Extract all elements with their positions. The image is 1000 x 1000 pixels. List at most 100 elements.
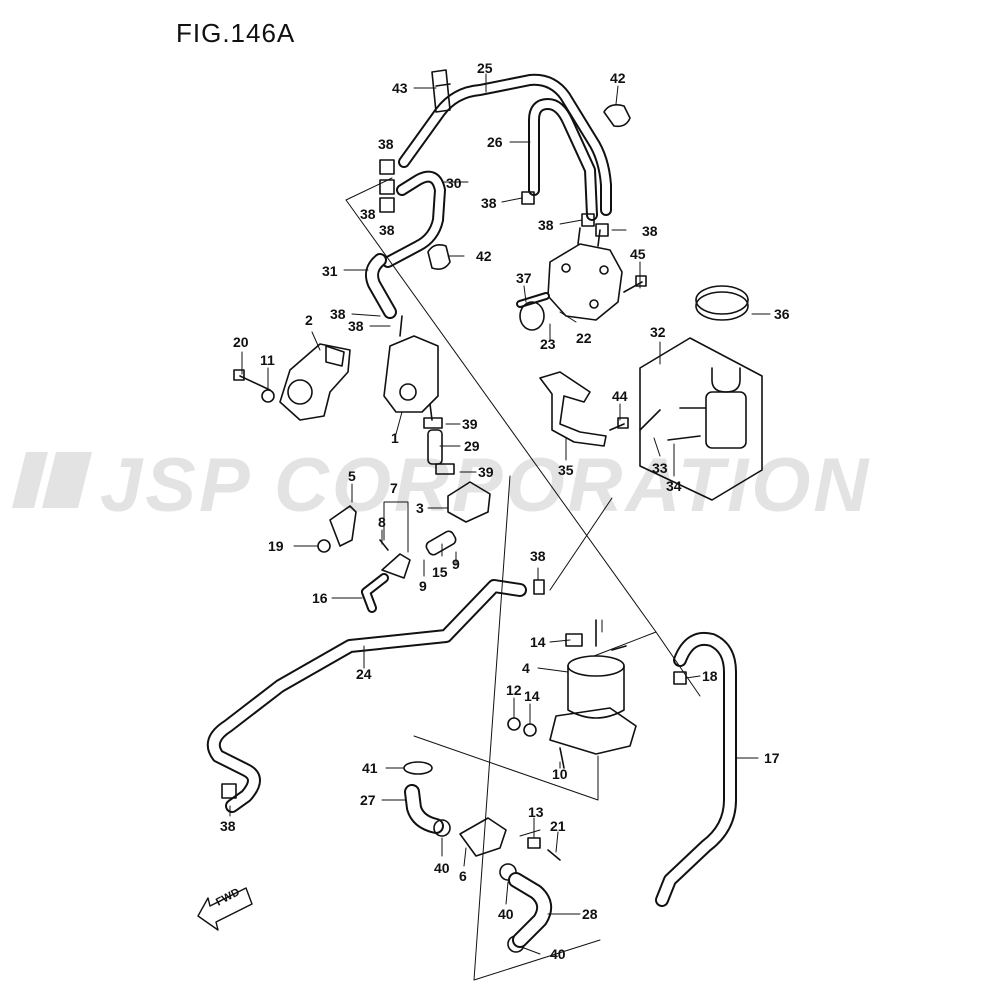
callout-32: 32 [650,324,666,340]
bolt-10 [559,747,565,769]
callout-15: 15 [432,564,448,580]
hose-25 [398,73,612,216]
hose-26 [528,98,598,221]
hose-24 [206,579,527,813]
part-22-body [516,227,623,321]
callout-37: 37 [516,270,532,286]
callout-38-g: 38 [330,306,346,322]
hose-17 [655,632,737,907]
callout-44: 44 [612,388,628,404]
callout-26: 26 [487,134,503,150]
callout-40-left: 40 [434,860,450,876]
callout-42-upper: 42 [610,70,626,86]
callout-38-j: 38 [220,818,236,834]
callout-28: 28 [582,906,598,922]
jsp-logo-icon [12,452,92,508]
callout-30: 30 [446,175,462,191]
spacer-12-14 [507,717,537,737]
part-1-body [383,315,439,421]
callout-10: 10 [552,766,568,782]
callout-1: 1 [391,430,399,446]
callout-42-lower: 42 [476,248,492,264]
callout-19: 19 [268,538,284,554]
leader-lines [229,73,771,955]
callout-40-mid: 40 [498,906,514,922]
fuel-pump-4 [549,619,637,755]
callout-11: 11 [260,352,275,368]
callout-36: 36 [774,306,790,322]
callout-31: 31 [322,263,338,279]
callout-3: 3 [416,500,424,516]
callout-41: 41 [362,760,378,776]
callout-9-left: 9 [419,578,427,594]
callout-38-i: 38 [530,548,546,564]
ring-36 [695,285,749,321]
clamp-43 [431,69,451,113]
part-2-housing [279,343,351,421]
hose-30 [382,170,446,268]
fwd-arrow-icon [197,887,253,931]
bracket-35 [539,371,607,447]
bolt-20 [233,369,271,391]
callout-40-bottom: 40 [550,946,566,962]
callout-22: 22 [576,330,592,346]
callout-5: 5 [348,468,356,484]
callout-16: 16 [312,590,328,606]
callout-38-d: 38 [379,222,395,238]
callout-39-upper: 39 [462,416,478,432]
callout-38-c: 38 [360,206,376,222]
part-3-fitting [447,481,491,523]
callout-2: 2 [305,312,313,328]
callout-7: 7 [390,480,398,496]
callout-13: 13 [528,804,544,820]
clamps-40 [433,819,525,953]
callout-12: 12 [506,682,522,698]
tube-15 [425,530,457,556]
bracket-5 [329,505,357,547]
valve-7 [379,539,411,579]
hose-29 [427,429,443,465]
callout-38-h: 38 [348,318,364,334]
callout-23: 23 [540,336,556,352]
o-ring-37 [519,301,545,331]
filter-32-box [639,337,763,501]
callout-9-right: 9 [452,556,460,572]
callout-39-lower: 39 [478,464,494,480]
callout-8: 8 [378,514,386,530]
callout-43: 43 [392,80,408,96]
clamp-38-hose24 [221,579,545,799]
callout-14-upper: 14 [530,634,546,650]
bolt-45 [623,275,647,293]
bolt-44 [609,417,629,431]
callout-20: 20 [233,334,249,350]
callout-4: 4 [522,660,530,676]
callout-29: 29 [464,438,480,454]
callout-17: 17 [764,750,780,766]
callout-18: 18 [702,668,718,684]
hose-28 [508,872,553,948]
nut-19 [317,539,331,553]
figure-title: FIG.146A [176,18,296,48]
callout-34: 34 [666,478,682,494]
clamps-39 [423,417,455,475]
callout-35: 35 [558,462,574,478]
callout-33: 33 [652,460,668,476]
clip-42-upper [603,104,631,128]
callout-38-b: 38 [481,195,497,211]
hose-27 [404,784,444,834]
parts-13-21 [527,837,561,861]
assembly-lines [345,177,701,981]
callout-25: 25 [477,60,493,76]
callout-24: 24 [356,666,372,682]
hose-16 [361,573,389,613]
callout-38-e: 38 [538,217,554,233]
callout-21: 21 [550,818,566,834]
callout-38-a: 38 [378,136,394,152]
callout-38-f: 38 [642,223,658,239]
part-6-fitting [459,817,507,857]
hose-31 [365,253,397,319]
callout-6: 6 [459,868,467,884]
washer-11 [261,389,275,403]
